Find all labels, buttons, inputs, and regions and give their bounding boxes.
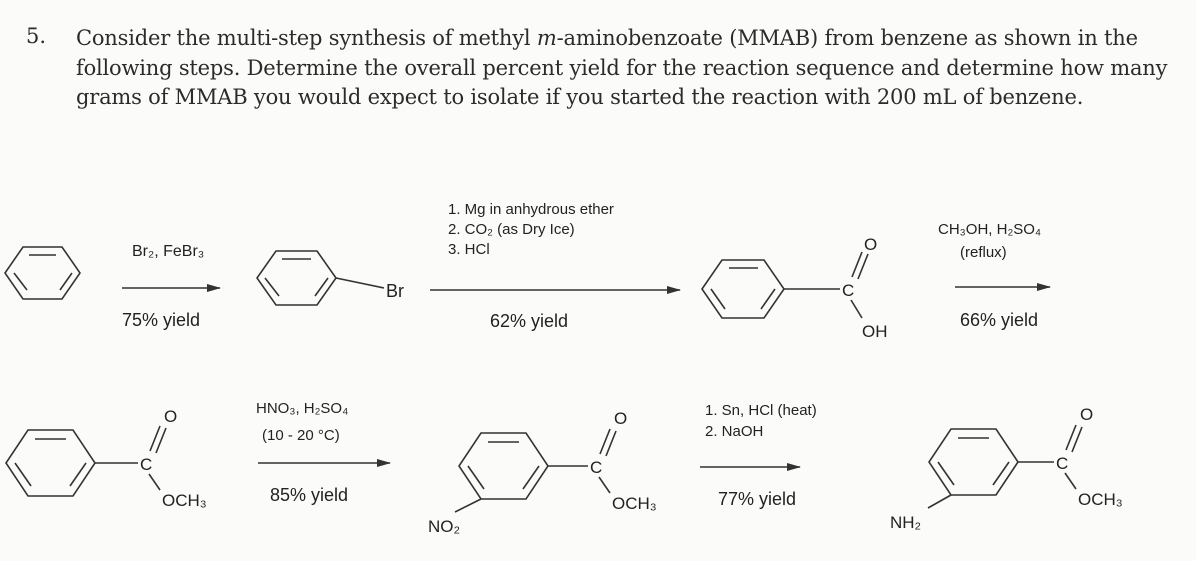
step4-yield: 85% yield bbox=[270, 485, 348, 505]
atom-c-mmab: C bbox=[1056, 454, 1068, 473]
atom-br: Br bbox=[386, 281, 404, 301]
atom-c-ester1: C bbox=[140, 455, 152, 474]
step2-yield: 62% yield bbox=[490, 311, 568, 331]
atom-o-ester1: O bbox=[164, 407, 177, 426]
benzene-structure bbox=[4, 246, 81, 300]
question-text-part1: Consider the multi-step synthesis of met… bbox=[76, 26, 537, 50]
step1-yield: 75% yield bbox=[122, 310, 200, 330]
atom-och3-mmab: OCH₃ bbox=[1078, 490, 1123, 509]
question-text: Consider the multi-step synthesis of met… bbox=[76, 24, 1176, 113]
step3-reagent-line2: (reflux) bbox=[960, 244, 1007, 261]
mmab-structure bbox=[927, 424, 1083, 509]
bromobenzene-structure bbox=[256, 250, 385, 306]
step1-reagent: Br₂, FeBr₃ bbox=[132, 243, 204, 260]
step5-reagent-line2: 2. NaOH bbox=[705, 423, 763, 440]
methyl-benzoate-structure bbox=[5, 425, 167, 497]
atom-no2: NO₂ bbox=[428, 517, 460, 536]
step4-reagent-line2: (10 - 20 °C) bbox=[262, 427, 340, 444]
step5-reagent-line1: 1. Sn, HCl (heat) bbox=[705, 402, 817, 419]
atom-och3-ester2: OCH₃ bbox=[612, 494, 657, 513]
step3-reagent-line1: CH₃OH, H₂SO₄ bbox=[938, 221, 1041, 238]
methyl-m-nitrobenzoate-structure bbox=[454, 428, 617, 513]
step2-reagent-line1: 1. Mg in anhydrous ether bbox=[448, 201, 614, 218]
question-text-part2: -aminobenzoate (MMAB) from benzene as sh… bbox=[76, 26, 1168, 109]
atom-c-acid: C bbox=[842, 281, 854, 300]
question-number: 5. bbox=[26, 24, 47, 48]
step4-reagent-line1: HNO₃, H₂SO₄ bbox=[256, 400, 348, 417]
atom-oh: OH bbox=[862, 322, 888, 341]
atom-o-acid: O bbox=[864, 235, 877, 254]
step3-yield: 66% yield bbox=[960, 310, 1038, 330]
benzoic-acid-structure bbox=[701, 251, 869, 319]
step2-reagent-line3: 3. HCl bbox=[448, 241, 490, 258]
atom-och3-ester1: OCH₃ bbox=[162, 491, 207, 510]
atom-o-mmab: O bbox=[1080, 405, 1093, 424]
step5-yield: 77% yield bbox=[718, 489, 796, 509]
atom-nh2: NH₂ bbox=[890, 513, 921, 532]
atom-c-ester2: C bbox=[590, 458, 602, 477]
step2-reagent-line2: 2. CO₂ (as Dry Ice) bbox=[448, 221, 575, 238]
atom-o-ester2: O bbox=[614, 409, 627, 428]
question-italic-m: m bbox=[536, 26, 557, 50]
